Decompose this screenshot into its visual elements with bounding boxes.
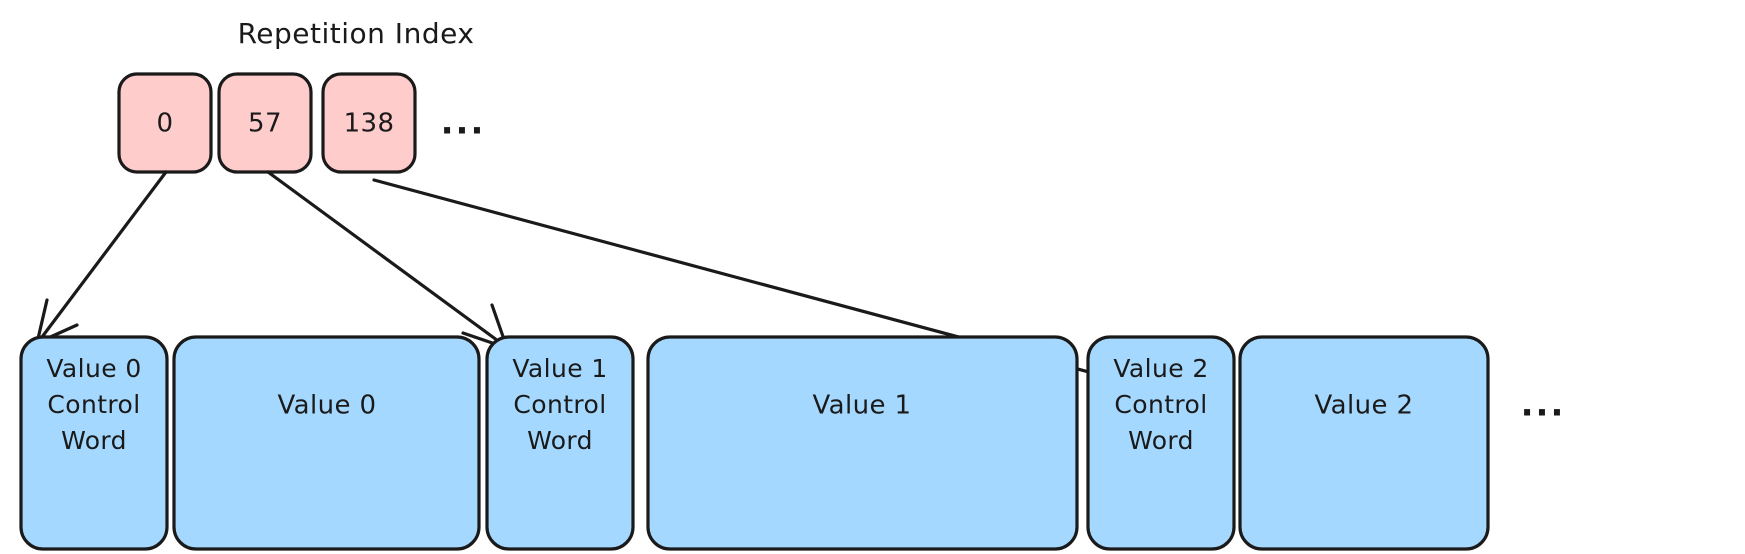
value-0-control-word-shape[interactable] [19,335,169,551]
value-1-control-word-label-line2: Control [513,390,606,419]
repetition-index-row: 0 57 138 ... [117,72,486,174]
value-1-control-word-label-line3: Word [527,426,593,455]
diagram-title: Repetition Index [238,17,475,50]
value-2-control-word-shape[interactable] [1086,335,1236,551]
value-1-label: Value 1 [812,391,911,421]
value-2-control-word-label-line3: Word [1128,426,1194,455]
edge-index0-line [37,170,168,343]
value-row-overflow-ellipsis: ... [1521,385,1566,425]
edge-index0-to-value0-control-word [35,170,168,345]
value-0-control-word-label-line1: Value 0 [46,354,141,383]
index-box-138-label: 138 [344,109,395,139]
index-box-57-label: 57 [248,109,282,139]
index-box-0-label: 0 [157,109,174,139]
value-2-shape[interactable] [1238,335,1490,551]
index-row-overflow-ellipsis: ... [441,103,486,143]
value-1-control-word-label-line1: Value 1 [512,354,607,383]
value-0-box[interactable]: Value 0 [172,335,481,551]
value-2-box[interactable]: Value 2 [1238,335,1490,551]
value-0-label: Value 0 [277,391,376,421]
index-box-57[interactable]: 57 [217,72,313,174]
index-box-138-shape[interactable] [321,72,417,174]
value-layout-row: Value 0 Control Word Value 0 Value 1 Con… [19,335,1566,551]
value-1-control-word-shape[interactable] [485,335,635,551]
index-box-0[interactable]: 0 [117,72,213,174]
value-1-shape[interactable] [646,335,1079,551]
value-2-control-word-label-line1: Value 2 [1113,354,1208,383]
value-1-control-word-box[interactable]: Value 1 Control Word [485,335,635,551]
value-0-control-word-box[interactable]: Value 0 Control Word [19,335,169,551]
value-2-control-word-label-line2: Control [1114,390,1207,419]
index-box-138[interactable]: 138 [321,72,417,174]
value-2-label: Value 2 [1314,391,1413,421]
value-0-control-word-label-line3: Word [61,426,127,455]
value-1-box[interactable]: Value 1 [646,335,1079,551]
index-box-57-shape[interactable] [217,72,313,174]
value-2-control-word-box[interactable]: Value 2 Control Word [1086,335,1236,551]
value-0-shape[interactable] [172,335,481,551]
edge-index57-line [266,170,507,348]
edge-index57-to-value1-control-word [266,170,509,350]
value-0-control-word-label-line2: Control [47,390,140,419]
